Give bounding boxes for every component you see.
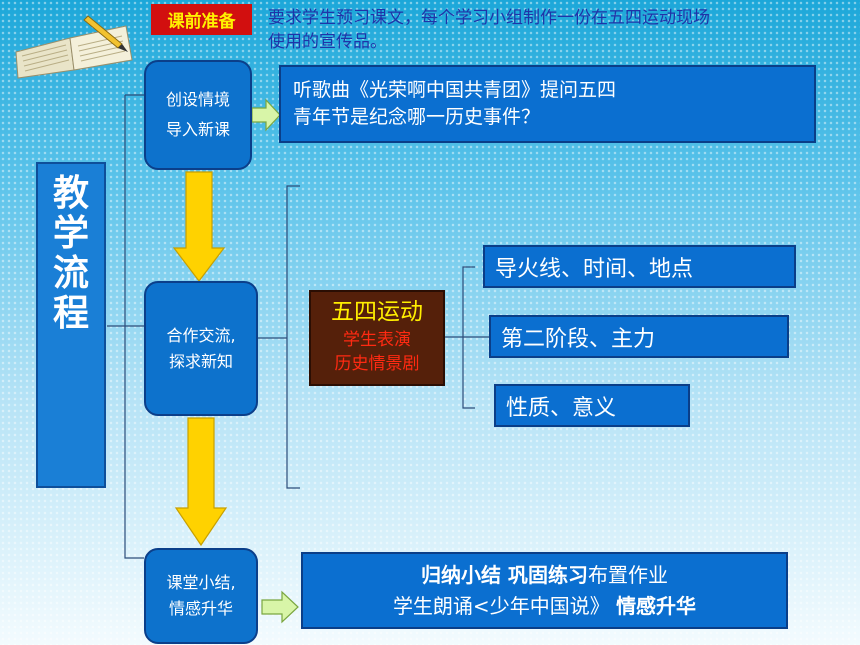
may-fourth-box: 五四运动 学生表演 历史情景剧 (309, 290, 445, 386)
step-summary-line-2: 情感升华 (168, 599, 233, 618)
topic-item: 导火线、时间、地点 (483, 245, 796, 288)
right-arrow-icon (251, 98, 281, 132)
summary-bold-1: 归纳小结 巩固练习 (421, 563, 588, 587)
title-char: 学 (52, 213, 89, 254)
topic-item: 第二阶段、主力 (489, 315, 789, 358)
step-intro-line-2: 导入新课 (165, 120, 230, 139)
bracket-middle (286, 185, 300, 489)
topic-item: 性质、意义 (494, 384, 690, 427)
bracket-right (462, 266, 475, 409)
step-summary: 课堂小结, 情感升华 (144, 548, 258, 644)
down-arrow-icon (174, 417, 228, 547)
pre-class-line-1: 要求学生预习课文，每个学习小组制作一份在五四运动现场 (268, 8, 710, 28)
summary-line-1: 归纳小结 巩固练习布置作业 (303, 560, 786, 591)
right-arrow-icon (261, 590, 299, 624)
step-intro-line-1: 创设情境 (165, 90, 230, 109)
topic-item-label: 第二阶段、主力 (501, 326, 656, 352)
topic-item-label: 导火线、时间、地点 (495, 256, 694, 282)
summary-normal-2: 学生朗诵<少年中国说》 (392, 594, 617, 618)
step-cooperation: 合作交流, 探求新知 (144, 281, 258, 416)
may-fourth-sub-2: 历史情景剧 (334, 354, 420, 374)
intro-line-2: 青年节是纪念哪一历史事件？ (293, 106, 541, 128)
down-arrow-icon (172, 171, 226, 282)
topic-item-label: 性质、意义 (506, 395, 617, 421)
may-fourth-title: 五四运动 (331, 299, 423, 325)
summary-box: 归纳小结 巩固练习布置作业 学生朗诵<少年中国说》 情感升华 (301, 552, 788, 629)
title-char: 流 (52, 253, 89, 294)
title-char: 教 (52, 173, 89, 214)
open-book-icon (8, 8, 138, 80)
step-summary-line-1: 课堂小结, (166, 573, 236, 592)
bracket-line-main (124, 95, 144, 559)
intro-line-1: 听歌曲《光荣啊中国共青团》提问五四 (293, 79, 617, 101)
intro-question-box: 听歌曲《光荣啊中国共青团》提问五四 青年节是纪念哪一历史事件？ (279, 65, 816, 143)
pre-class-tag: 课前准备 (151, 4, 252, 35)
summary-bold-2: 情感升华 (616, 594, 697, 618)
step-cooperation-line-2: 探求新知 (168, 351, 233, 371)
summary-line-2: 学生朗诵<少年中国说》 情感升华 (303, 591, 786, 622)
title-char: 程 (52, 293, 89, 334)
step-intro: 创设情境 导入新课 (144, 60, 252, 170)
summary-normal-1: 布置作业 (587, 563, 668, 587)
teaching-process-title: 教 学 流 程 (36, 162, 106, 488)
may-fourth-sub-1: 学生表演 (343, 330, 411, 350)
step-cooperation-line-1: 合作交流, (166, 325, 236, 345)
pre-class-text: 要求学生预习课文，每个学习小组制作一份在五四运动现场 使用的宣传品。 (268, 6, 848, 54)
pre-class-line-2: 使用的宣传品。 (268, 32, 387, 52)
